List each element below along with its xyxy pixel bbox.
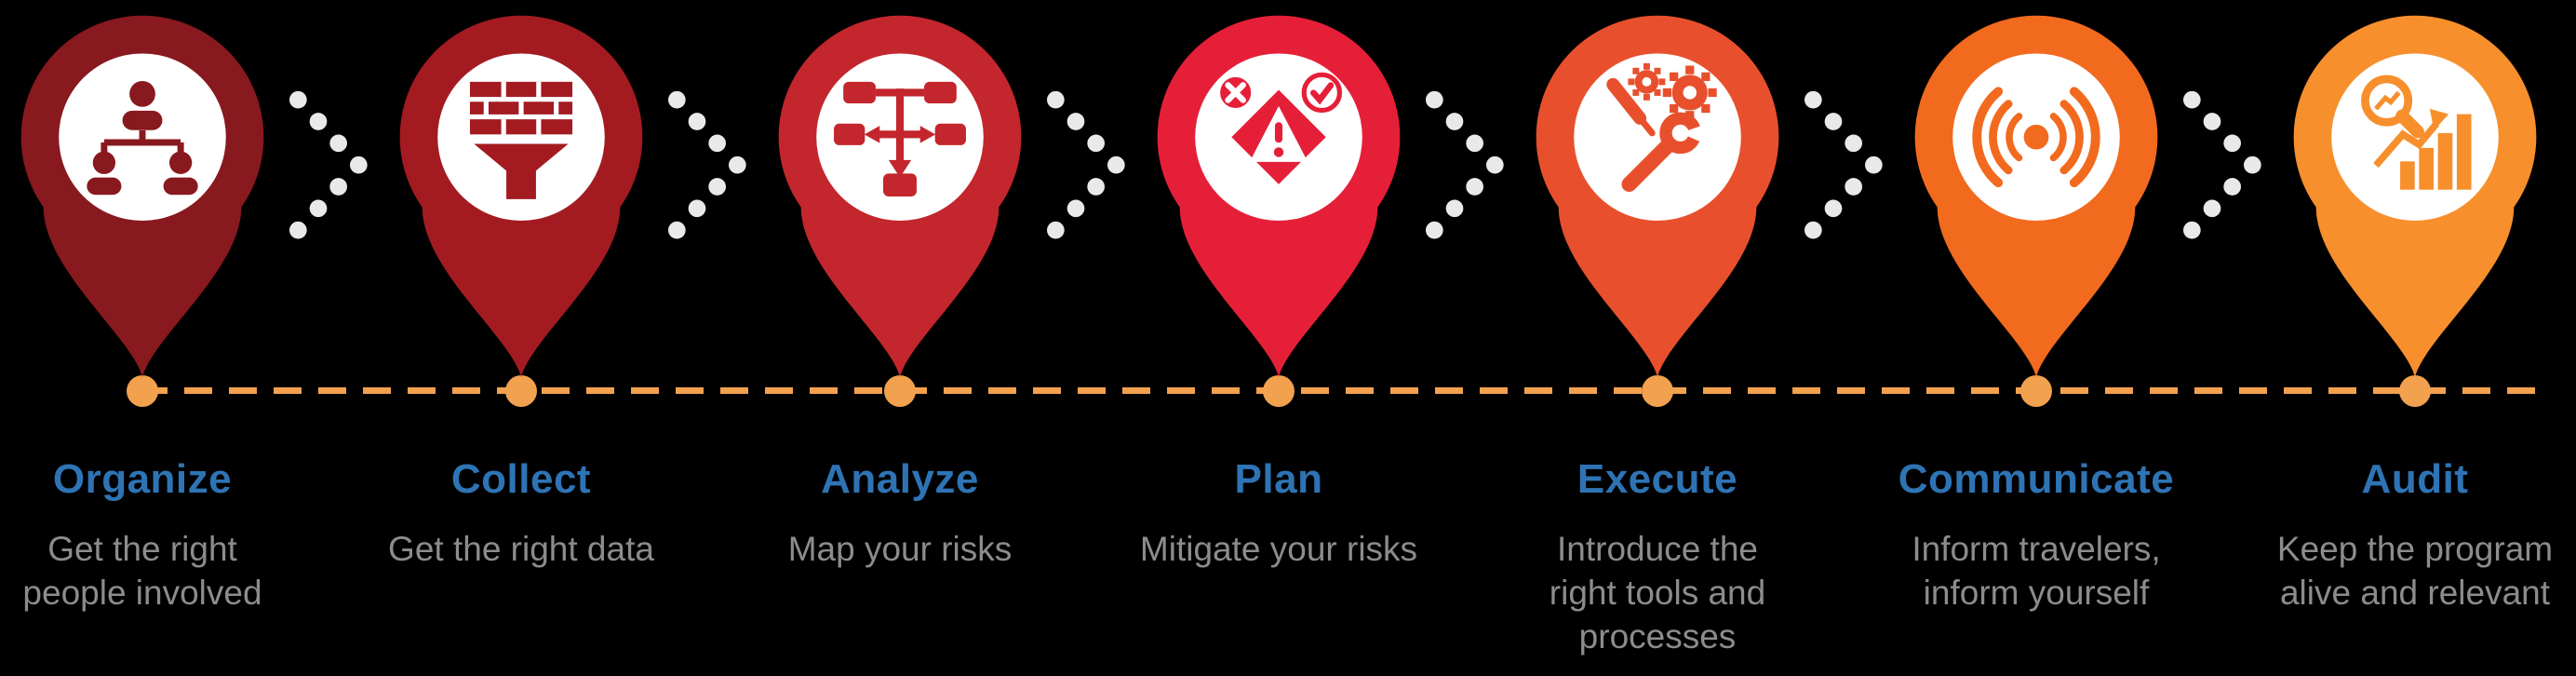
signal-waves-icon (1972, 87, 2100, 188)
process-step-organize: Organize Get the right people involved (0, 0, 332, 676)
process-step-audit: Audit Keep the program alive and relevant (2225, 0, 2576, 676)
step-subtitle-line: Map your risks (787, 530, 1013, 568)
chevron-right-dots-icon (286, 90, 379, 246)
timeline-dot (127, 375, 158, 407)
process-step-plan: Plan Mitigate your risks (1089, 0, 1469, 676)
step-subtitle-line: Mitigate your risks (1139, 530, 1418, 568)
timeline-dot (505, 375, 537, 407)
collect-title: Collect (450, 456, 592, 502)
process-step-collect: Collect Get the right data (331, 0, 711, 676)
organize-pin (7, 13, 277, 378)
timeline-dot (2020, 375, 2052, 407)
audit-pin (2280, 13, 2550, 378)
step-subtitle-line: Get the right (47, 530, 237, 568)
map-pin-shape (1536, 15, 1779, 378)
analyze-subtitle: Map your risks (710, 527, 1090, 571)
timeline-dot (1642, 375, 1673, 407)
execute-pin (1523, 13, 1792, 378)
process-step-execute: Execute Introduce the right tools and proc… (1468, 0, 1847, 676)
timeline-dot (2399, 375, 2431, 407)
map-pin-shape (399, 15, 643, 378)
chart-magnifier-icon (2361, 74, 2472, 190)
step-subtitle-line: alive and relevant (2279, 574, 2551, 612)
tools-gears-icon (1606, 62, 1717, 193)
org-chart-icon (87, 80, 198, 196)
chevron-right-dots-icon (1801, 90, 1894, 246)
plan-subtitle: Mitigate your risks (1089, 527, 1469, 571)
timeline-dashed-line (140, 387, 2552, 394)
chevron-right-dots-icon (2180, 90, 2273, 246)
execute-title: Execute (1576, 456, 1738, 502)
chevron-right-dots-icon (664, 90, 758, 246)
step-subtitle-line: Keep the program (2276, 530, 2554, 568)
process-step-communicate: Communicate Inform travelers, inform your… (1846, 0, 2226, 676)
map-pin-shape (20, 15, 264, 378)
timeline-dot (884, 375, 916, 407)
map-pin-shape (1914, 15, 2158, 378)
audit-subtitle: Keep the program alive and relevant (2225, 527, 2576, 615)
step-subtitle-line: Introduce the (1557, 530, 1758, 568)
map-pin-shape (1157, 15, 1401, 378)
plan-pin (1144, 13, 1414, 378)
communicate-pin (1901, 13, 2171, 378)
audit-title: Audit (2361, 456, 2469, 502)
flowchart-icon (834, 81, 966, 196)
communicate-subtitle: Inform travelers, inform yourself (1846, 527, 2226, 615)
analyze-title: Analyze (821, 456, 979, 502)
organize-subtitle: Get the right people involved (0, 527, 332, 615)
analyze-pin (765, 13, 1035, 378)
collect-pin (386, 13, 656, 378)
step-subtitle-line: processes (1578, 617, 1737, 656)
organize-title: Organize (52, 456, 233, 502)
map-pin-shape (2293, 15, 2537, 378)
step-subtitle-line: inform yourself (1923, 574, 2150, 612)
plan-title: Plan (1234, 456, 1323, 502)
brick-funnel-icon (469, 81, 573, 199)
step-subtitle-line: Inform travelers, (1912, 530, 2161, 568)
process-step-analyze: Analyze Map your risks (710, 0, 1090, 676)
collect-subtitle: Get the right data (331, 527, 711, 571)
warning-diamond-icon (1214, 72, 1343, 184)
step-subtitle-line: people involved (22, 574, 262, 612)
chevron-right-dots-icon (1422, 90, 1515, 246)
step-subtitle-line: right tools and (1549, 574, 1766, 612)
execute-subtitle: Introduce the right tools and processes (1468, 527, 1847, 658)
communicate-title: Communicate (1898, 456, 2175, 502)
timeline-dot (1263, 375, 1295, 407)
map-pin-shape (778, 15, 1022, 378)
step-subtitle-line: Get the right data (388, 530, 654, 568)
chevron-right-dots-icon (1043, 90, 1136, 246)
